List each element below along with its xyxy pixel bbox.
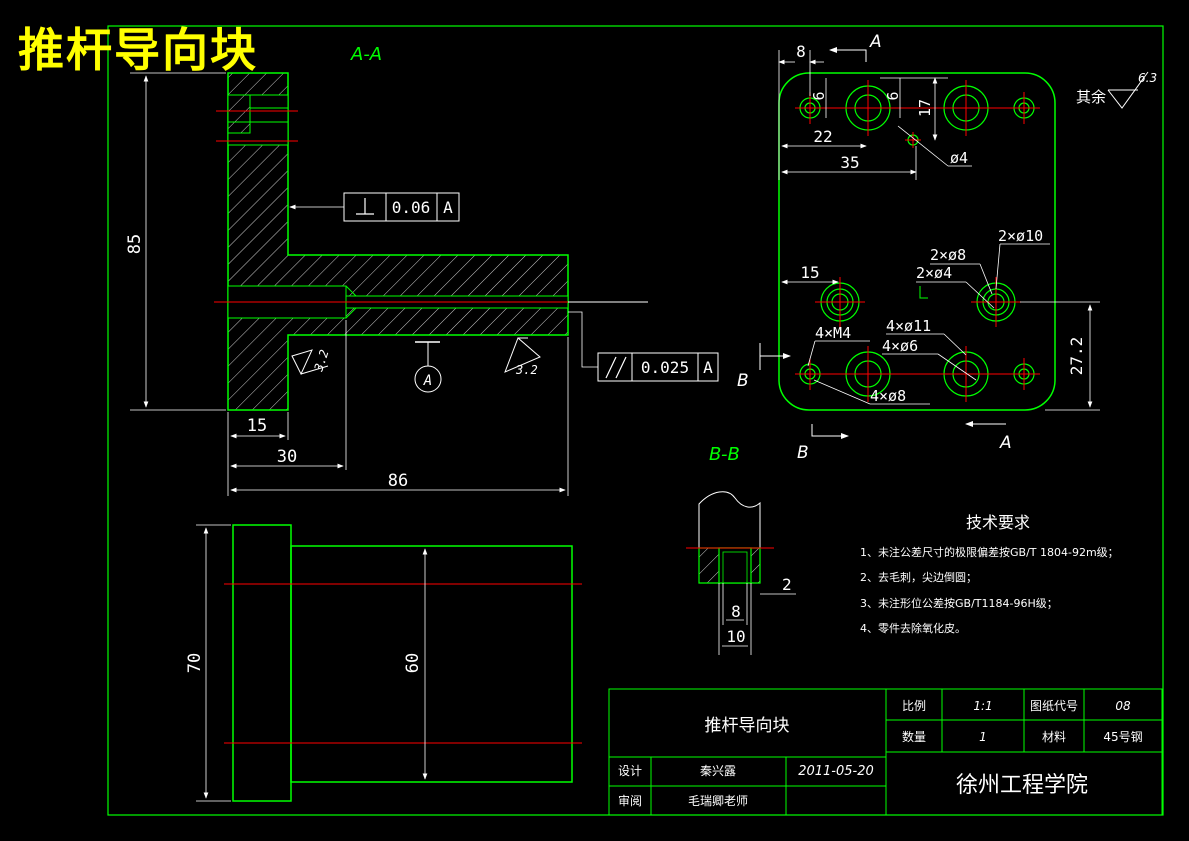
tb-design-label: 设计 (618, 764, 642, 778)
dim-30: 30 (277, 447, 297, 467)
perp-tolerance-value: 0.06 (392, 198, 431, 217)
roughness-rest-icon (1107, 71, 1149, 109)
plan-view: A A B B 8 6 6 17 22 35 ø4 15 27.2 (737, 32, 1157, 463)
section-mark-b-bottom: B (797, 443, 809, 463)
dim-86: 86 (388, 471, 408, 491)
plan-dim-6a: 6 (810, 91, 828, 100)
par-tolerance-value: 0.025 (641, 358, 689, 377)
section-label-aa: A-A (350, 44, 382, 65)
dim-70: 70 (185, 653, 205, 673)
tb-drawing-no-value: 08 (1115, 699, 1131, 713)
plan-dim-8: 8 (796, 42, 806, 61)
roughness-left-value: 3.2 (311, 348, 331, 374)
dim-85: 85 (125, 234, 145, 254)
tech-requirements: 技术要求 1、未注公差尺寸的极限偏差按GB/T 1804-92m级； 2、去毛刺… (860, 513, 1119, 635)
tb-material-value: 45号钢 (1103, 730, 1142, 744)
roughness-rest-label: 其余 (1076, 88, 1106, 106)
tb-qty-label: 数量 (902, 729, 926, 744)
parallelism-icon (605, 356, 627, 379)
dim-60: 60 (403, 653, 423, 673)
front-view: 85 15 30 86 0.06 A 0.025 A A (125, 44, 719, 496)
callout-2x-phi4: 2×ø4 (916, 264, 952, 282)
top-view: 70 60 (185, 524, 582, 802)
plan-dim-17: 17 (916, 99, 934, 117)
tech-req-item-2: 2、去毛刺，尖边倒圆； (860, 571, 977, 584)
dim-15: 15 (247, 416, 267, 436)
datum-a-circle (414, 365, 442, 393)
callout-4x-m4: 4×M4 (815, 324, 851, 342)
roughness-right-icon (504, 337, 541, 373)
datum-a-letter: A (423, 373, 432, 389)
par-tolerance-datum: A (703, 358, 713, 377)
plan-dim-35: 35 (840, 153, 859, 172)
plan-dim-15: 15 (800, 263, 819, 282)
section-mark-b-left: B (737, 371, 749, 391)
tech-req-item-3: 3、未注形位公差按GB/T1184-96H级； (860, 596, 1058, 610)
perpendicularity-icon (356, 198, 374, 215)
bb-dim-2: 2 (782, 575, 792, 594)
plan-dim-27-2: 27.2 (1067, 337, 1086, 376)
callout-2x-phi8: 2×ø8 (930, 246, 966, 264)
tb-designer: 秦兴露 (700, 764, 736, 778)
tb-qty-value: 1 (979, 730, 987, 744)
callout-4x-phi11: 4×ø11 (886, 317, 931, 335)
roughness-right-value: 3.2 (515, 363, 538, 377)
section-label-bb: B-B (709, 444, 740, 465)
callout-2x-phi10: 2×ø10 (998, 227, 1043, 245)
tb-scale-label: 比例 (902, 699, 926, 713)
tb-review-label: 审阅 (618, 793, 642, 808)
perp-tolerance-datum: A (443, 198, 453, 217)
callout-4x-phi8: 4×ø8 (870, 387, 906, 405)
tech-req-item-4: 4、零件去除氧化皮。 (860, 621, 966, 635)
tb-drawing-no-label: 图纸代号 (1030, 699, 1078, 713)
plan-dim-phi4: ø4 (950, 149, 968, 167)
tb-reviewer: 毛瑞卿老师 (688, 794, 748, 808)
bb-dim-10: 10 (726, 627, 745, 646)
plan-dim-6b: 6 (884, 91, 902, 100)
title-block (608, 688, 1163, 816)
tb-scale-value: 1:1 (973, 699, 992, 713)
callout-4x-phi6: 4×ø6 (882, 337, 918, 355)
tb-date: 2011-05-20 (798, 764, 874, 779)
bb-dim-8: 8 (731, 602, 741, 621)
roughness-left-icon (291, 349, 329, 376)
tb-material-label: 材料 (1042, 730, 1066, 744)
tech-requirements-title: 技术要求 (966, 513, 1030, 532)
plan-dim-22: 22 (813, 127, 832, 146)
tech-req-item-1: 1、未注公差尺寸的极限偏差按GB/T 1804-92m级； (860, 545, 1119, 559)
roughness-rest-value: 6.3 (1138, 71, 1157, 85)
tb-school: 徐州工程学院 (956, 773, 1088, 798)
section-mark-a-top: A (869, 32, 882, 52)
overlay-title: 推杆导向块 (18, 23, 258, 77)
section-mark-a-bottom: A (999, 433, 1012, 453)
tb-part-name: 推杆导向块 (705, 716, 790, 736)
section-bb: B-B 2 8 10 (686, 444, 796, 655)
